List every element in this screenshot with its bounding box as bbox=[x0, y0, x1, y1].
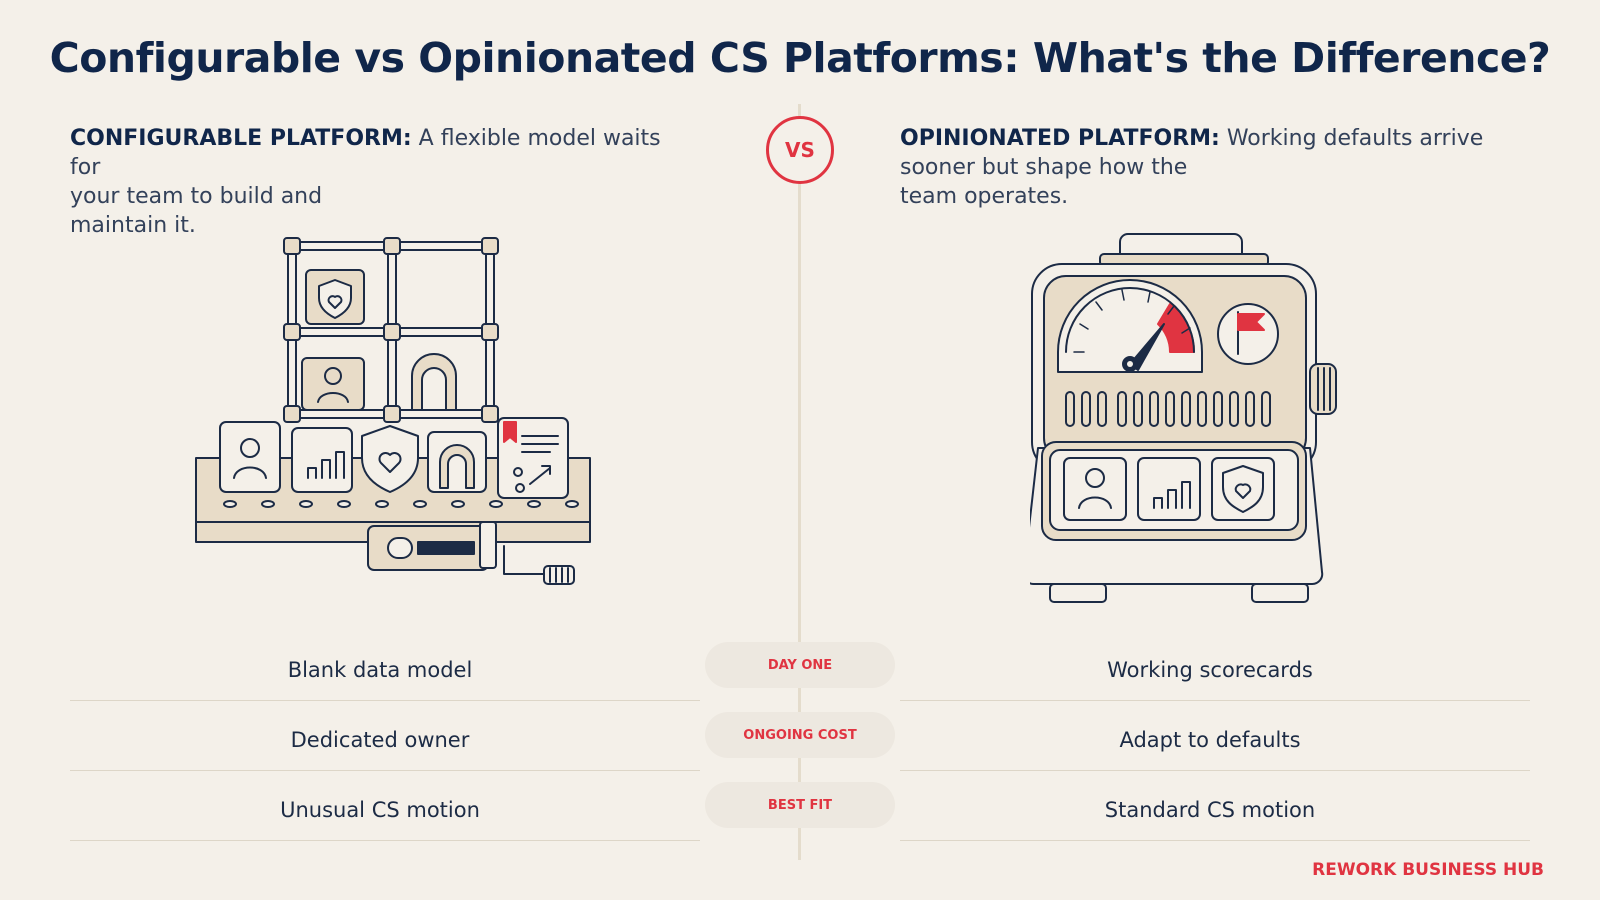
configurable-desc-line2: your team to build and bbox=[70, 184, 323, 209]
modular-frame-illustration bbox=[195, 237, 591, 585]
row-3-right-rule bbox=[900, 840, 1530, 841]
configurable-desc-line1: A flexible model waits for bbox=[70, 126, 661, 180]
opinionated-heading: OPINIONATED PLATFORM: bbox=[900, 126, 1220, 151]
row-2-left-rule bbox=[70, 770, 700, 771]
opinionated-desc-line3: team operates. bbox=[900, 184, 1069, 209]
row-2-right-rule bbox=[900, 770, 1530, 771]
row-3-opinionated: Standard CS motion bbox=[1104, 798, 1316, 822]
opinionated-desc-line1: Working defaults arrive bbox=[1226, 126, 1484, 151]
row-1-label: DAY ONE bbox=[705, 642, 895, 688]
row-2-label: ONGOING COST bbox=[705, 712, 895, 758]
row-1-configurable: Blank data model bbox=[287, 658, 473, 682]
page-title: Configurable vs Opinionated CS Platforms… bbox=[49, 34, 1551, 82]
opinionated-intro: OPINIONATED PLATFORM: Working defaults a… bbox=[900, 124, 1490, 211]
row-2-configurable: Dedicated owner bbox=[290, 728, 470, 752]
vs-badge: VS bbox=[766, 116, 834, 184]
row-1-opinionated: Working scorecards bbox=[1107, 658, 1313, 682]
row-3-configurable: Unusual CS motion bbox=[280, 798, 480, 822]
row-2-opinionated: Adapt to defaults bbox=[1119, 728, 1301, 752]
opinionated-desc-line2: sooner but shape how the bbox=[900, 155, 1188, 180]
opinionated-machine-illustration bbox=[1030, 233, 1337, 603]
center-divider bbox=[798, 104, 801, 860]
row-1-left-rule bbox=[70, 700, 700, 701]
row-1-right-rule bbox=[900, 700, 1530, 701]
configurable-heading: CONFIGURABLE PLATFORM: bbox=[70, 126, 412, 151]
row-3-left-rule bbox=[70, 840, 700, 841]
brand-logo-text: REWORK BUSINESS HUB bbox=[1312, 860, 1544, 880]
configurable-desc-line3: maintain it. bbox=[70, 213, 196, 238]
configurable-intro: CONFIGURABLE PLATFORM: A flexible model … bbox=[70, 124, 690, 240]
row-3-label: BEST FIT bbox=[705, 782, 895, 828]
